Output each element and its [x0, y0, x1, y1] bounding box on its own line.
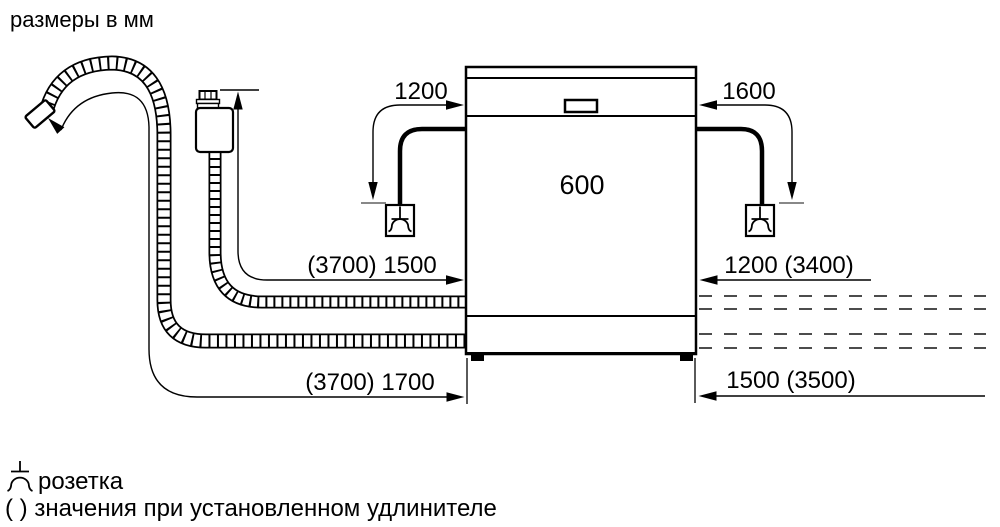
hose-routing-dashed-lines [699, 295, 986, 349]
dishwasher [464, 65, 698, 361]
dim-bottom-left-label: (3700) 1700 [305, 369, 434, 396]
dim-top-right-label: 1600 [722, 78, 775, 105]
power-cords [397, 126, 765, 205]
hose-end-fitting-icon [24, 99, 56, 129]
foot-left [471, 354, 484, 361]
legend-note: ( ) значения при установленном удлинител… [5, 495, 497, 522]
socket-icon-right [744, 203, 776, 238]
legend-socket-label: розетка [38, 468, 124, 495]
dim-width-label: 600 [559, 170, 604, 200]
foot-right [680, 354, 693, 361]
page-title: размеры в мм [10, 7, 154, 32]
aquastop-valve-icon [194, 90, 235, 154]
dim-middle-right-label: 1200 (3400) [724, 252, 853, 279]
control-panel-display [563, 98, 599, 114]
dim-top-left-label: 1200 [394, 78, 447, 105]
dim-middle-left-label: (3700) 1500 [307, 252, 436, 279]
dimension-arrowheads [48, 91, 797, 402]
socket-icon-left [384, 203, 416, 238]
socket-icon [7, 461, 33, 492]
power-cord-left [397, 126, 467, 205]
dim-bottom-right-label: 1500 (3500) [726, 367, 855, 394]
supply-hose [215, 150, 472, 302]
legend: розетка ( ) значения при установленном у… [5, 461, 497, 522]
power-cord-right [696, 126, 765, 205]
